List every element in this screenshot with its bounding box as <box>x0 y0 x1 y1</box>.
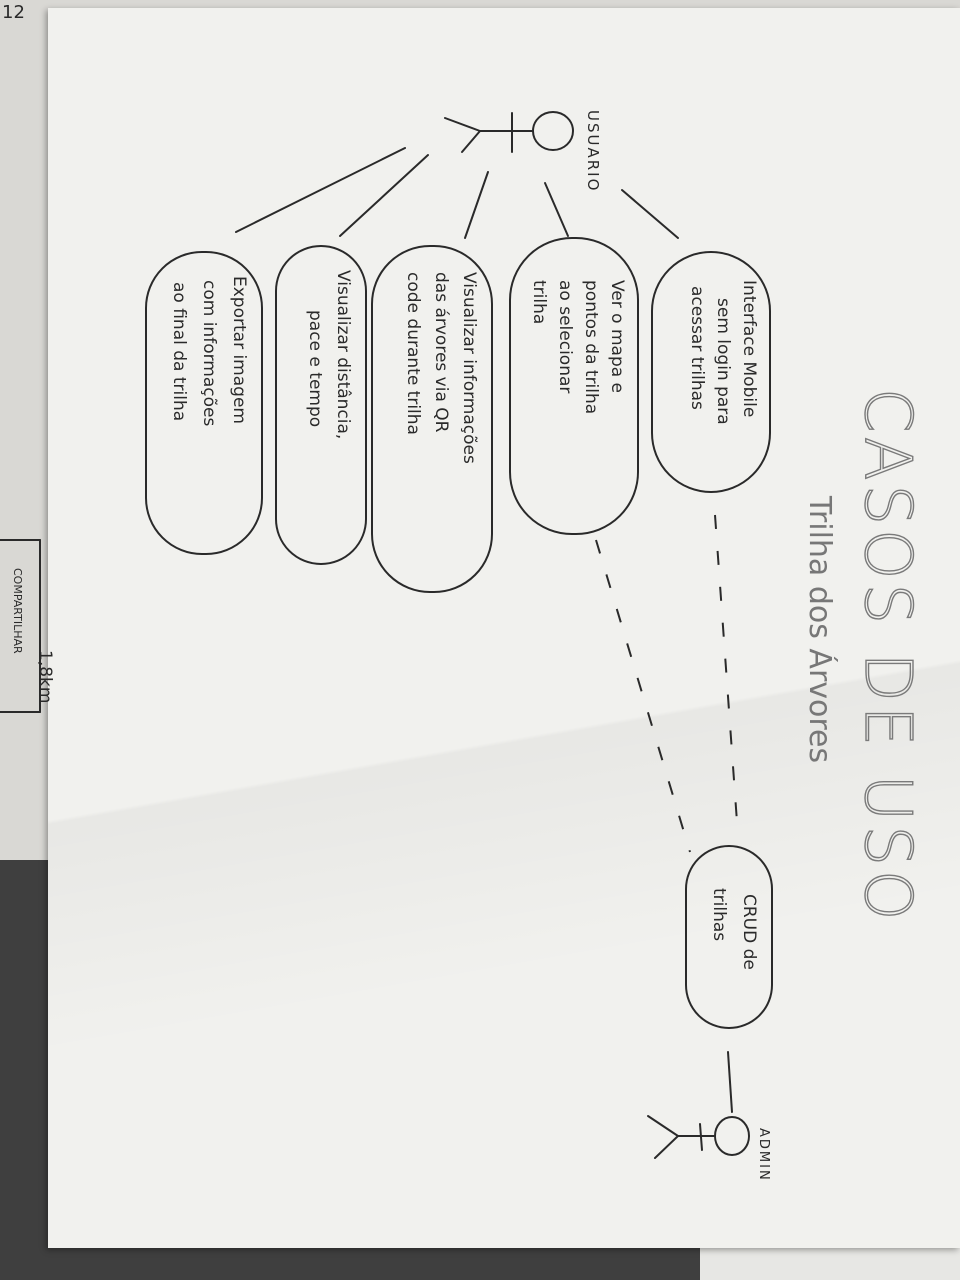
background-sheet-table: 1,8km COMPARTILHAR <box>0 539 55 713</box>
actor-usuario: USUARIO <box>444 110 602 192</box>
background-page-number: 12 <box>2 2 25 23</box>
use-case-exportar-imagem: Exportar imagem com informações ao final… <box>145 251 263 555</box>
use-case-visualizar-distancia: Visualizar distância, pace e tempo <box>275 245 367 565</box>
use-case-text-line: sem login para <box>713 298 733 425</box>
diagram-title: CASOS DE USO <box>850 388 924 924</box>
use-case-text-line: acessar trilhas <box>687 286 707 410</box>
association-lines <box>235 147 733 1113</box>
dashed-lines <box>595 514 739 853</box>
use-case-text-line: Ver o mapa e <box>607 280 627 393</box>
background-distance: 1,8km <box>35 650 55 703</box>
use-case-interface-mobile: Interface Mobile sem login para acessar … <box>651 251 771 493</box>
use-case-text-line: das árvores via QR <box>431 272 451 433</box>
use-case-text-line: code durante trilha <box>403 272 423 435</box>
background-share-label: COMPARTILHAR <box>11 568 24 654</box>
actor-admin: ADMIN <box>647 1115 771 1182</box>
use-case-text-line: Visualizar distância, <box>333 270 353 439</box>
use-case-text-line: trilha <box>529 280 549 324</box>
diagram-subtitle: Trilha dos Árvores <box>802 495 838 763</box>
use-case-ver-mapa: Ver o mapa e pontos da trilha ao selecio… <box>509 237 639 535</box>
use-case-text-line: pontos da trilha <box>581 280 601 414</box>
use-case-text-line: Visualizar informações <box>459 272 479 464</box>
use-case-text-line: ao final da trilha <box>169 282 189 421</box>
use-case-text-line: Exportar imagem <box>229 276 249 424</box>
use-case-text-line: pace e tempo <box>305 310 325 427</box>
use-case-text-line: Interface Mobile <box>739 280 759 417</box>
use-case-text-line: CRUD de <box>739 894 759 970</box>
main-paper-sheet <box>48 8 960 1248</box>
use-case-text-line: com informações <box>199 280 219 426</box>
use-case-text-line: ao selecionar <box>555 280 575 393</box>
use-case-crud-trilhas: CRUD de trilhas <box>685 845 773 1029</box>
actor-usuario-label: USUARIO <box>584 110 602 192</box>
use-case-visualizar-informacoes: Visualizar informações das árvores via Q… <box>371 245 493 593</box>
actor-admin-label: ADMIN <box>756 1128 771 1182</box>
use-case-text-line: trilhas <box>709 888 729 941</box>
